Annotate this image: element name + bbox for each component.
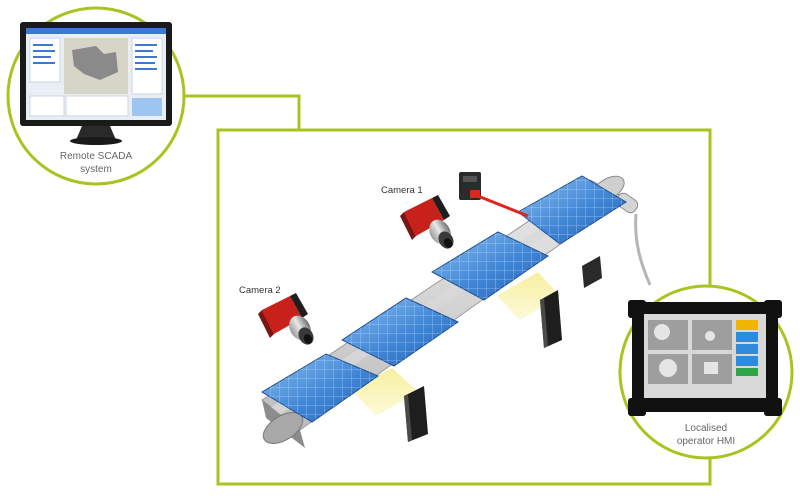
scada-label-line2: system — [80, 164, 112, 175]
solar-panel — [340, 297, 460, 367]
hmi-label-line1: Localised — [685, 423, 727, 434]
camera-1-icon — [400, 195, 454, 249]
tablet-icon — [628, 300, 782, 416]
inspection-beams — [352, 272, 560, 416]
laser-sensor-icon — [459, 172, 529, 218]
hmi-node: Localised operator HMI — [618, 284, 794, 460]
camera-2-icon — [258, 293, 314, 345]
scada-node: Remote SCADA system — [6, 6, 186, 186]
solar-panel — [261, 353, 380, 423]
inspection-beam-2 — [352, 368, 418, 416]
monitor-icon — [20, 22, 172, 145]
scada-label-line1: Remote SCADA — [60, 151, 133, 162]
inspection-beam-1 — [497, 272, 560, 320]
small-reflector — [582, 256, 602, 288]
solar-panel — [430, 231, 549, 301]
solar-panel — [517, 175, 627, 245]
camera-1-label: Camera 1 — [381, 185, 423, 196]
hmi-label-line2: operator HMI — [677, 436, 735, 447]
solar-panels — [261, 175, 627, 423]
light-posts — [404, 256, 602, 442]
scada-link-line — [185, 94, 301, 130]
camera-2-label: Camera 2 — [239, 285, 281, 296]
